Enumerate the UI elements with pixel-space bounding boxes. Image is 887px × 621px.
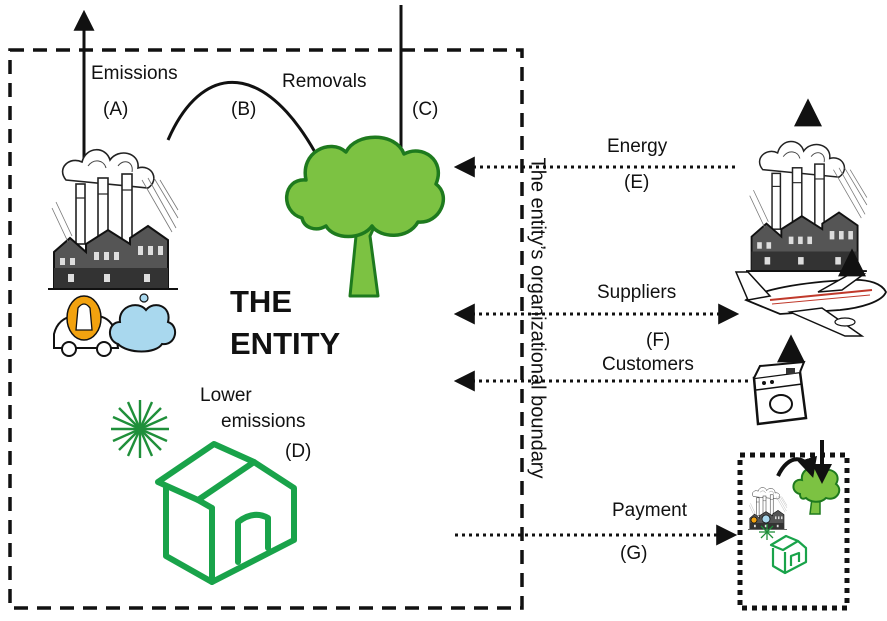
lower-emissions-label-line2: emissions [221, 411, 306, 432]
airplane-icon [734, 271, 887, 337]
factory-icon [47, 148, 179, 290]
mini-tree-icon [792, 466, 841, 515]
sun-burst-icon [111, 400, 169, 458]
smoke-cloud-icon [109, 293, 177, 353]
mini-sun-icon [759, 524, 775, 540]
label-c: (C) [412, 99, 439, 120]
emissions-label: Emissions [91, 63, 178, 84]
label-e: (E) [624, 172, 650, 193]
removals-label: Removals [282, 71, 367, 92]
entity-title-line2: ENTITY [230, 326, 341, 361]
entity-title-line1: THE [230, 284, 292, 319]
suppliers-label: Suppliers [597, 282, 677, 303]
house-icon [155, 441, 297, 585]
curved-arrow-b [166, 80, 333, 186]
mini-entity-box [737, 452, 850, 611]
label-f: (F) [646, 330, 671, 351]
tree-icon [284, 135, 446, 298]
label-g: (G) [620, 543, 648, 564]
car-icon [53, 295, 120, 357]
boundary-box [8, 48, 524, 610]
payment-label: Payment [612, 500, 687, 521]
boundary-label: The entity’s organizational boundary [526, 157, 549, 479]
energy-factory-icon [745, 140, 868, 272]
energy-label: Energy [607, 136, 668, 157]
label-d: (D) [285, 441, 312, 462]
mini-house-icon [769, 534, 808, 575]
customers-label: Customers [602, 354, 694, 375]
washing-machine-icon [752, 360, 808, 426]
label-a: (A) [103, 99, 129, 120]
label-b: (B) [231, 99, 257, 120]
lower-emissions-label-line1: Lower [200, 385, 252, 406]
